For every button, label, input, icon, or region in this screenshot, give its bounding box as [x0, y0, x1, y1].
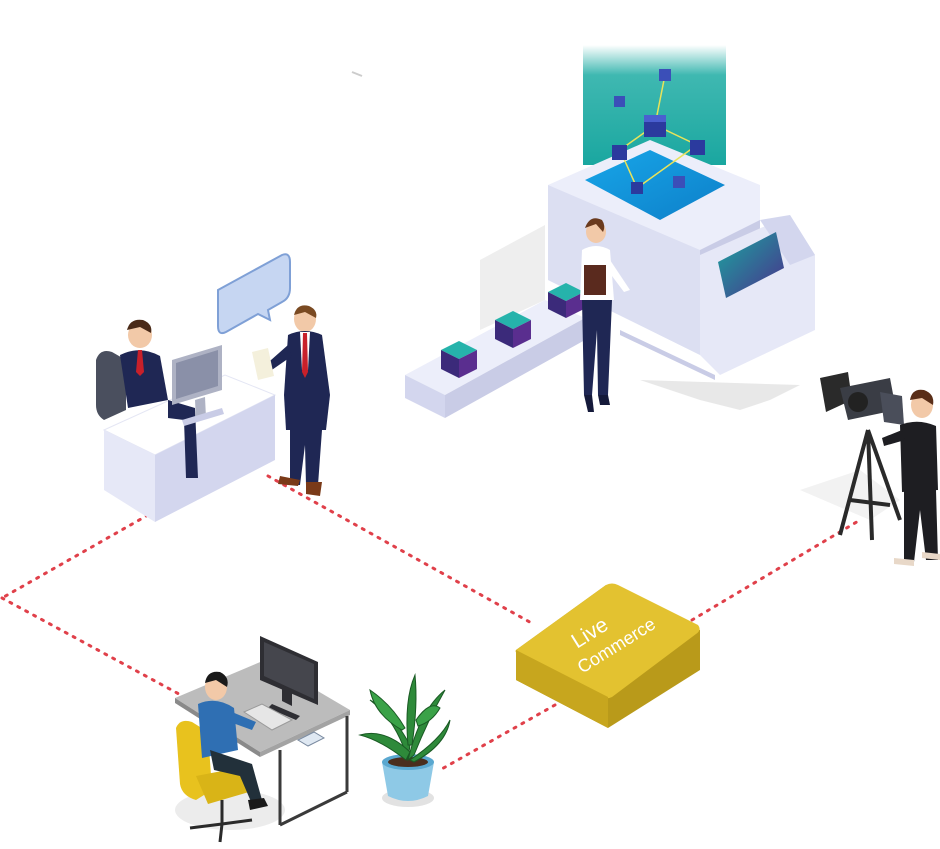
desk-worker-scene	[175, 636, 350, 843]
cube-2	[495, 311, 531, 348]
speech-bubble-icon	[217, 253, 291, 335]
connector-left-to-desk	[0, 596, 192, 702]
connector-lines	[0, 474, 862, 772]
accent-mark	[351, 71, 363, 77]
cube-1	[441, 341, 477, 378]
keyboard	[242, 703, 294, 731]
standing-man	[252, 305, 330, 496]
connector-hub-to-plant	[438, 703, 557, 772]
tripod	[838, 429, 902, 541]
desk-monitor	[172, 345, 224, 426]
floating-cubes	[612, 69, 705, 194]
connector-office-to-hub	[266, 474, 537, 627]
camera-operator-scene	[800, 372, 940, 566]
presenter-woman	[580, 218, 630, 412]
connector-hub-to-camera	[690, 518, 862, 622]
data-basin	[585, 150, 725, 220]
plant-leaves	[358, 673, 451, 763]
worker-monitor	[260, 636, 318, 720]
camera-operator	[882, 389, 940, 566]
office-meeting-scene	[96, 253, 330, 522]
video-camera-icon	[820, 372, 904, 425]
factory-machine-scene	[405, 45, 815, 418]
potted-plant	[358, 673, 451, 807]
live-commerce-hub: Live Commerce	[515, 583, 700, 728]
desk-worker	[198, 671, 268, 810]
machine-screen	[718, 232, 784, 298]
cube-3	[548, 283, 584, 318]
smartphone-icon	[296, 731, 326, 747]
connector-office-to-left	[0, 513, 150, 600]
